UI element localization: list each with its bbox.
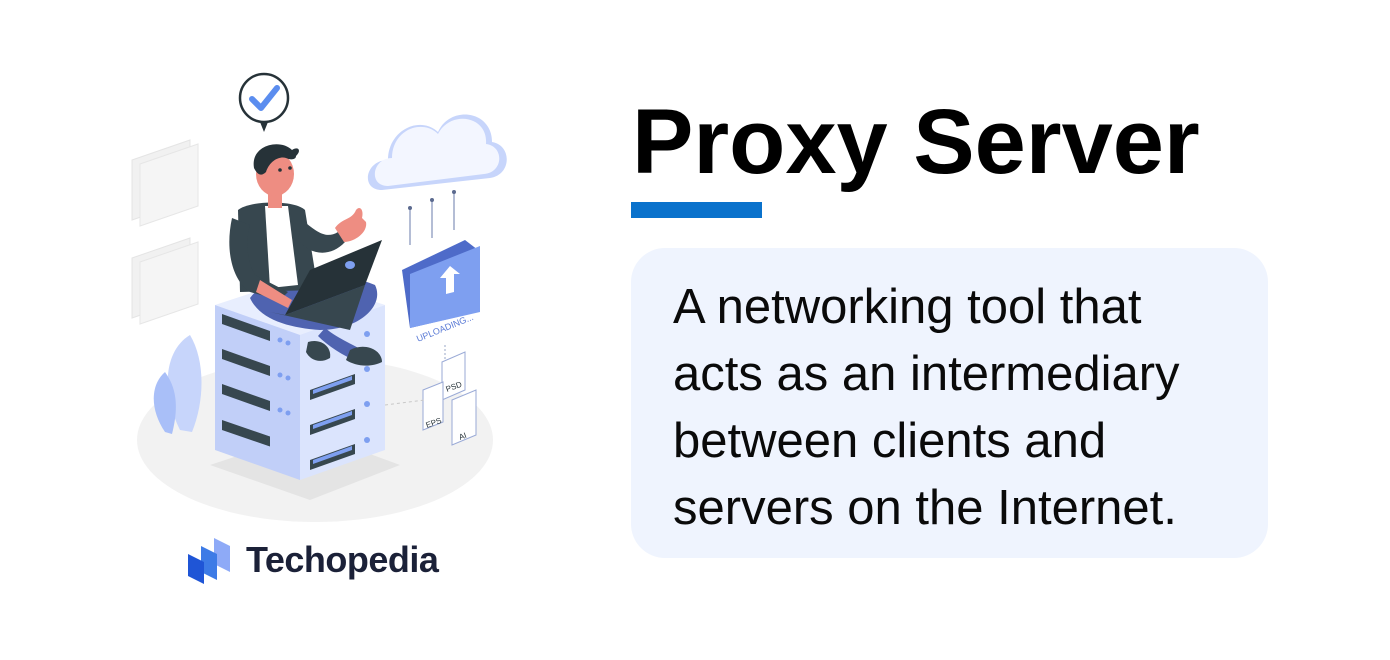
cloud-icon	[367, 114, 507, 245]
file-icon: PSD	[441, 351, 466, 401]
title-underline	[631, 202, 762, 218]
brand-name: Techopedia	[246, 539, 439, 580]
definition-text: A networking tool that acts as an interm…	[673, 274, 1253, 542]
file-icon: EPS	[422, 381, 444, 431]
proxy-server-illustration: UPLOADING... PSD EPS AI	[120, 60, 510, 530]
svg-text:AI: AI	[458, 431, 468, 442]
file-icon: AI	[451, 389, 477, 446]
person-illustration	[229, 144, 382, 366]
techopedia-logo-icon	[188, 538, 230, 584]
definition-line: between clients and	[673, 414, 1107, 468]
definition-line: acts as an intermediary	[673, 347, 1180, 401]
page-title: Proxy Server	[632, 91, 1200, 193]
folder-upload-icon: UPLOADING...	[402, 240, 480, 360]
definition-box: A networking tool that acts as an interm…	[631, 248, 1268, 558]
techopedia-logo: Techopedia	[186, 535, 439, 585]
plant-leaves-icon	[153, 335, 202, 434]
definition-line: servers on the Internet.	[673, 481, 1177, 535]
definition-line: A networking tool that	[673, 280, 1142, 334]
folder-icon	[131, 139, 199, 227]
checkmark-bubble-icon	[238, 72, 290, 132]
folder-icon	[131, 237, 199, 325]
